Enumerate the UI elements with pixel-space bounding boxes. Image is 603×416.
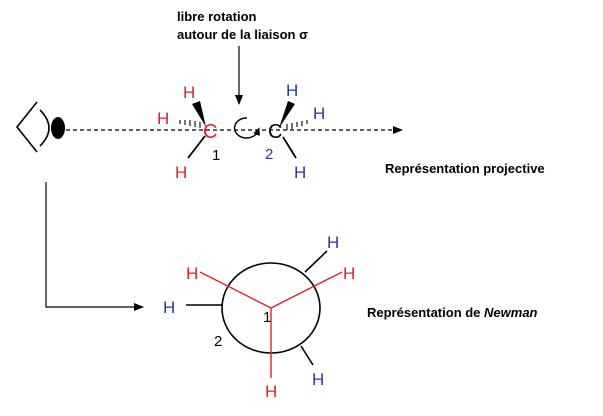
newman-h-back-bottom: H — [312, 370, 324, 389]
newman-label-prefix: Représentation de — [367, 305, 484, 320]
h-c1-top: H — [183, 83, 195, 102]
newman-label-italic: Newman — [484, 305, 538, 320]
newman-h-front-bottom: H — [265, 382, 277, 401]
eye-to-newman-arrow — [45, 182, 144, 311]
carbon-2-number: 2 — [265, 146, 273, 163]
projective-representation-label: Représentation projective — [385, 161, 545, 176]
h-c2-bottom: H — [294, 163, 306, 182]
carbon-1-label: C — [203, 121, 217, 143]
newman-projection — [186, 250, 343, 378]
newman-h-front-right: H — [343, 264, 355, 283]
carbon-1-number: 1 — [212, 147, 220, 164]
rotation-arrow — [233, 117, 260, 139]
carbon-2-bonds — [279, 101, 308, 159]
carbon-2-label: C — [268, 121, 282, 143]
annotation-line-2: autour de la liaison σ — [177, 27, 308, 42]
newman-front-number: 1 — [263, 309, 271, 326]
eye-icon — [15, 101, 65, 153]
h-c1-left: H — [157, 109, 169, 128]
h-c2-right: H — [313, 104, 325, 123]
h-c2-top: H — [286, 81, 298, 100]
newman-back-number: 2 — [214, 333, 222, 350]
newman-h-back-left: H — [163, 298, 175, 317]
h-c1-bottom: H — [175, 163, 187, 182]
carbon-1-bonds — [179, 101, 206, 159]
annotation-line-1: libre rotation — [177, 9, 257, 24]
newman-h-front-left: H — [186, 264, 198, 283]
newman-h-back-top: H — [327, 233, 339, 252]
newman-representation-label: Représentation de Newman — [367, 305, 538, 320]
